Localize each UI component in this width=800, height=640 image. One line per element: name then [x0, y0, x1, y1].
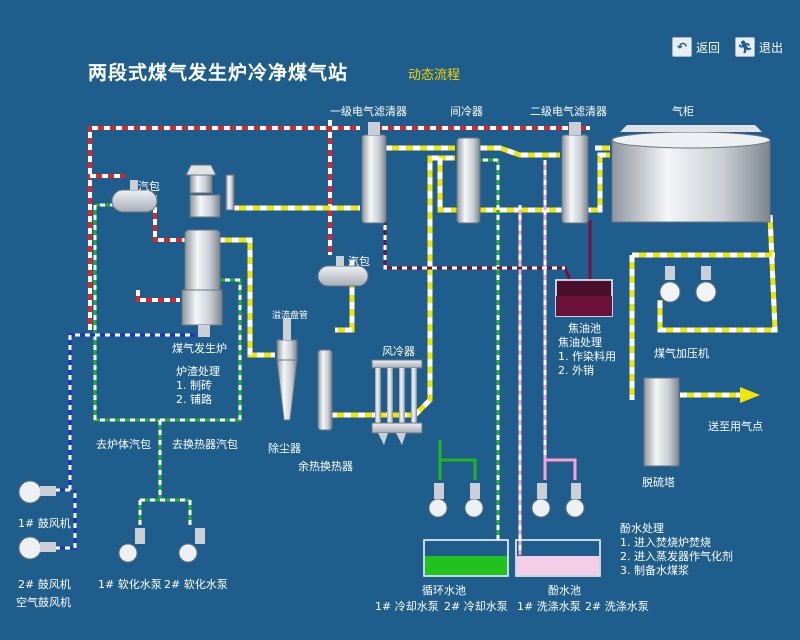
phenol-pool	[515, 539, 601, 577]
label-softener-pump2: 2# 软化水泵	[164, 578, 228, 591]
note-slag: 炉渣处理 1. 制砖 2. 铺路	[176, 365, 220, 406]
label-blower2: 2# 鼓风机	[18, 578, 71, 591]
label-ep2: 二级电气滤清器	[530, 105, 607, 118]
label-cyclone-top: 溢流盘管	[272, 311, 309, 321]
label-air-blower: 空气鼓风机	[16, 596, 71, 609]
label-heat-exchanger: 余热换热器	[298, 460, 353, 473]
note-phenol: 酚水处理 1. 进入焚烧炉焚烧 2. 进入蒸发器作气化剂 3. 制备水煤浆	[620, 522, 733, 577]
return-arrow-icon: ↶	[672, 37, 692, 57]
label-blower1: 1# 鼓风机	[18, 517, 71, 530]
label-steam-drum-2: 汽包	[348, 255, 370, 268]
exit-label: 退出	[759, 40, 784, 55]
steam-drum-1	[111, 180, 158, 213]
label-steam-drum-1: 汽包	[138, 180, 160, 193]
label-gasifier: 煤气发生炉	[172, 342, 227, 355]
tar-pool	[555, 279, 613, 317]
hot-gas-pipes	[88, 120, 590, 330]
gasifier	[181, 164, 235, 337]
tar-pipes	[383, 215, 592, 281]
note-tar: 焦油处理 1. 作染料用 2. 外销	[558, 336, 616, 377]
label-cool-pump1: 1# 冷却水泵	[375, 600, 439, 613]
indirect-cooler	[456, 137, 481, 224]
blowers	[18, 480, 56, 560]
label-desulfur: 脱硫塔	[642, 476, 675, 489]
label-softener-pump1: 1# 软化水泵	[98, 578, 162, 591]
label-wash-pump2: 2# 洗涤水泵	[585, 600, 649, 613]
heat-exchanger	[317, 349, 333, 431]
wash-water-pipes	[518, 160, 577, 555]
to-users-arrow	[740, 387, 760, 403]
dust-remover	[276, 318, 298, 421]
circulation-pool	[423, 539, 509, 577]
wash-pumps	[531, 483, 585, 518]
soft-water-pipes	[93, 158, 500, 540]
soft-water-pumps	[118, 528, 205, 563]
desulfurization-tower	[643, 377, 680, 467]
gas-pipes	[218, 145, 778, 418]
ep1-vessel	[361, 122, 387, 224]
label-air-cooler: 风冷器	[382, 345, 415, 358]
steam-drum-2	[317, 256, 369, 287]
gas-compressors	[659, 266, 717, 303]
label-compressor: 煤气加压机	[654, 347, 709, 360]
gas-holder	[611, 125, 771, 223]
label-wash-pump1: 1# 洗涤水泵	[517, 600, 581, 613]
ep2-vessel	[561, 122, 589, 224]
label-to-users: 送至用气点	[708, 420, 763, 433]
label-ep1: 一级电气滤清器	[330, 105, 407, 118]
air-pipes	[55, 333, 195, 550]
label-holder: 气柜	[672, 105, 694, 118]
back-button[interactable]: ↶ 返回	[672, 37, 720, 57]
label-circ-pool: 循环水池	[422, 584, 466, 597]
label-tar-pool: 焦油池	[568, 322, 601, 335]
cooling-pumps	[428, 483, 484, 518]
page-title: 两段式煤气发生炉冷净煤气站	[88, 62, 349, 84]
label-cool-pump2: 2# 冷却水泵	[444, 600, 508, 613]
air-cooler	[371, 359, 423, 445]
label-phenol-pool: 酚水池	[548, 584, 581, 597]
exit-button[interactable]: 🏃︎ 退出	[735, 37, 783, 57]
running-man-exit-icon: 🏃︎	[735, 37, 755, 57]
back-label: 返回	[696, 40, 721, 55]
page-subtitle: 动态流程	[408, 68, 461, 83]
label-dust-remover: 除尘器	[268, 442, 301, 455]
label-to-exchanger-drum: 去换热器汽包	[172, 438, 238, 451]
label-to-gasifier-drum: 去炉体汽包	[96, 438, 151, 451]
label-cooler: 间冷器	[450, 105, 483, 118]
